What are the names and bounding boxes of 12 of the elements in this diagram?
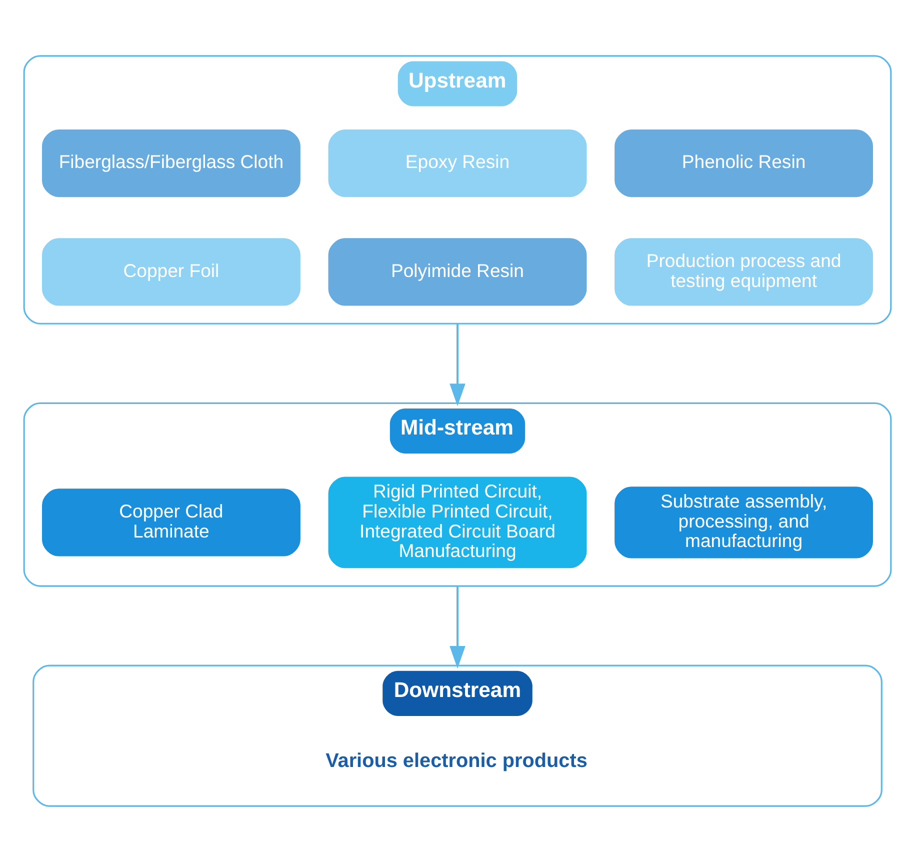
arrow xyxy=(450,586,466,669)
arrow xyxy=(450,324,466,406)
label: Various electronic products xyxy=(326,750,588,772)
node-box: Epoxy Resin xyxy=(328,129,587,198)
node-box: Production process and testing equipment xyxy=(614,238,874,306)
node-box: Copper Foil xyxy=(42,238,300,306)
node-box: Polyimide Resin xyxy=(328,238,587,306)
node-box: Copper Clad Laminate xyxy=(42,488,300,556)
node-box: Rigid Printed Circuit, Flexible Printed Circuit, Integrated Circuit Board Manufacturing xyxy=(328,476,587,568)
node-box: Fiberglass/Fiberglass Cloth xyxy=(42,129,300,198)
node-box: Substrate assembly, processing, and manufacturing xyxy=(614,486,874,558)
node-box: Phenolic Resin xyxy=(614,129,874,198)
